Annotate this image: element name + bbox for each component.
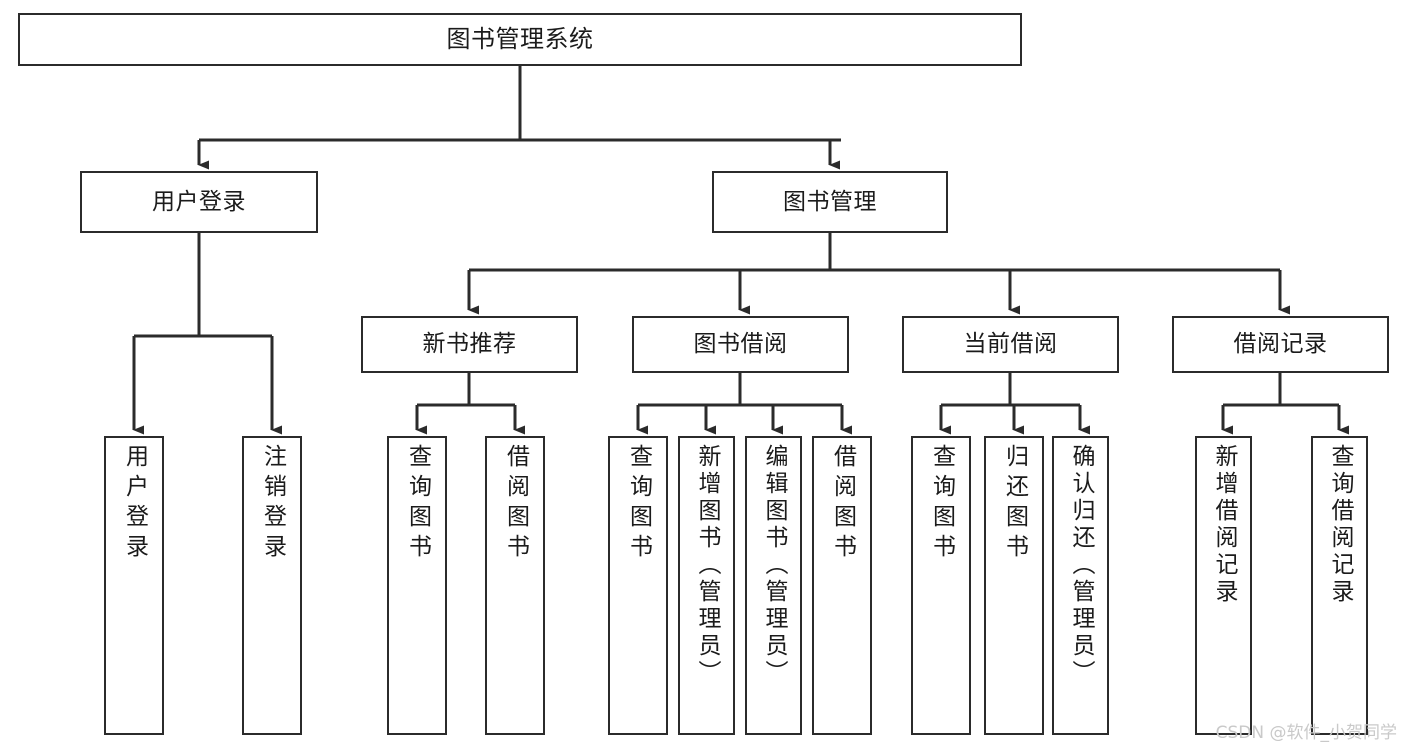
node-current-borrow-label: 当前借阅	[963, 331, 1058, 358]
node-leaf-logout[interactable]: 注销登录	[242, 436, 302, 735]
node-new-book-recommend[interactable]: 新书推荐	[361, 316, 578, 373]
node-leaf-add-borrow-record-label: 新增借阅记录	[1211, 444, 1237, 606]
node-leaf-logout-label: 注销登录	[259, 444, 286, 564]
node-leaf-query-book-current-label: 查询图书	[928, 444, 955, 564]
node-root-label: 图书管理系统	[446, 25, 594, 54]
node-leaf-confirm-return-admin-label: 确认归还（管理员）	[1068, 444, 1094, 687]
node-leaf-borrow-book-label: 借阅图书	[829, 444, 856, 564]
node-user-login-label: 用户登录	[152, 188, 246, 215]
node-leaf-return-book[interactable]: 归还图书	[984, 436, 1044, 735]
node-new-book-recommend-label: 新书推荐	[422, 331, 517, 358]
node-root[interactable]: 图书管理系统	[18, 13, 1022, 66]
node-book-borrow[interactable]: 图书借阅	[632, 316, 849, 373]
node-borrow-record[interactable]: 借阅记录	[1172, 316, 1389, 373]
node-leaf-edit-book-admin-label: 编辑图书（管理员）	[761, 444, 787, 687]
node-leaf-return-book-label: 归还图书	[1001, 444, 1028, 564]
node-leaf-query-book-borrow[interactable]: 查询图书	[608, 436, 668, 735]
node-leaf-query-book-recommend-label: 查询图书	[404, 444, 431, 564]
csdn-watermark: CSDN @软件_小贺同学	[1215, 723, 1397, 743]
node-leaf-query-borrow-record[interactable]: 查询借阅记录	[1311, 436, 1368, 735]
node-leaf-borrow-book-recommend[interactable]: 借阅图书	[485, 436, 545, 735]
node-leaf-add-borrow-record[interactable]: 新增借阅记录	[1195, 436, 1252, 735]
node-leaf-add-book-admin-label: 新增图书（管理员）	[694, 444, 720, 687]
node-leaf-query-book-recommend[interactable]: 查询图书	[387, 436, 447, 735]
node-leaf-query-borrow-record-label: 查询借阅记录	[1327, 444, 1353, 606]
node-current-borrow[interactable]: 当前借阅	[902, 316, 1119, 373]
node-leaf-borrow-book-recommend-label: 借阅图书	[502, 444, 529, 564]
node-leaf-borrow-book[interactable]: 借阅图书	[812, 436, 872, 735]
node-book-management[interactable]: 图书管理	[712, 171, 948, 233]
node-book-borrow-label: 图书借阅	[693, 331, 788, 358]
node-book-management-label: 图书管理	[783, 188, 877, 215]
node-leaf-user-login-label: 用户登录	[121, 444, 148, 564]
node-leaf-query-book-borrow-label: 查询图书	[625, 444, 652, 564]
node-user-login[interactable]: 用户登录	[80, 171, 318, 233]
node-leaf-user-login[interactable]: 用户登录	[104, 436, 164, 735]
node-leaf-edit-book-admin[interactable]: 编辑图书（管理员）	[745, 436, 802, 735]
node-leaf-add-book-admin[interactable]: 新增图书（管理员）	[678, 436, 735, 735]
node-leaf-query-book-current[interactable]: 查询图书	[911, 436, 971, 735]
node-borrow-record-label: 借阅记录	[1233, 331, 1328, 358]
node-leaf-confirm-return-admin[interactable]: 确认归还（管理员）	[1052, 436, 1109, 735]
